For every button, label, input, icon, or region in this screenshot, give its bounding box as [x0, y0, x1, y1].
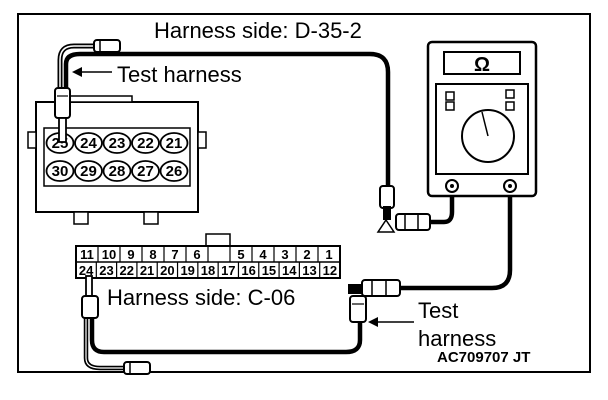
ohm-symbol: Ω [474, 54, 490, 76]
connector-d35-pin-label: 27 [137, 163, 154, 180]
plug-bottom [123, 361, 151, 375]
connector-c06-pin-label: 9 [127, 247, 134, 262]
connector-d35-pin: 24 [74, 132, 103, 154]
meter-terminal-black [445, 179, 459, 193]
test-harness-bottom-lead-inner [85, 312, 126, 369]
connector-c06-pin-label: 3 [281, 247, 288, 262]
probe-clip-top [376, 185, 431, 233]
arrow-test-harness-bottom [368, 317, 414, 327]
connector-c06-pin-label: 11 [80, 247, 94, 262]
connector-c06-pin-label: 23 [99, 263, 113, 278]
connector-c06-pin-label: 16 [241, 263, 255, 278]
connector-d35-pin: 22 [131, 132, 160, 154]
connector-d35-pin-label: 22 [137, 135, 154, 152]
connector-c06-pin-label: 4 [259, 247, 267, 262]
connector-c06-pin-label: 21 [140, 263, 154, 278]
connector-d35-pin: 29 [74, 160, 103, 182]
connector-d35-pin-label: 30 [52, 163, 69, 180]
figure-code: AC709707 JT [437, 349, 530, 366]
ohmmeter [426, 40, 538, 198]
connector-c06-pin-label: 20 [160, 263, 174, 278]
connector-c06-pin-label: 7 [171, 247, 178, 262]
diagram-frame [17, 13, 591, 373]
connector-c06-pin-label: 1 [325, 247, 332, 262]
connector-c06-pin-label: 22 [120, 263, 134, 278]
connector-d35-pin: 30 [45, 160, 75, 182]
connector-d35-pin-label: 26 [166, 163, 183, 180]
test-harness-bottom-probe [81, 275, 99, 319]
label-harness-side-d35: Harness side: D-35-2 [154, 18, 362, 43]
connector-c06-pin-label: 17 [221, 263, 235, 278]
test-harness-bottom-wire [89, 300, 363, 355]
meter-terminal-red [503, 179, 517, 193]
plug-top [93, 39, 121, 53]
connector-c06-pin-label: 10 [102, 247, 116, 262]
connector-c06-pin-label: 14 [282, 263, 297, 278]
connector-d35-pin-label: 29 [80, 163, 97, 180]
connector-c06-pin-label: 13 [302, 263, 316, 278]
connector-c06-pin-label: 18 [201, 263, 215, 278]
connector-c06-pin-label: 24 [79, 263, 94, 278]
meter-lead-red [400, 186, 513, 291]
connector-c06-pin-label: 19 [180, 263, 194, 278]
connector-c06-pin-label: 12 [323, 263, 337, 278]
connector-d35-pin-label: 23 [109, 135, 126, 152]
label-test-harness-bottom-line2: harness [418, 326, 496, 351]
label-harness-side-c06: Harness side: C-06 [107, 285, 295, 310]
arrow-test-harness-top [72, 67, 112, 77]
connector-d35-pin-label: 21 [166, 135, 183, 152]
test-harness-top-lead-inner [59, 45, 96, 88]
connector-d35-pin-label: 24 [80, 135, 97, 152]
meter-lead-black [430, 186, 455, 225]
probe-clip-bottom [348, 279, 401, 323]
connector-c06-pin-label: 2 [303, 247, 310, 262]
test-harness-top-probe [54, 87, 71, 143]
label-test-harness-top: Test harness [117, 62, 242, 87]
connector-d35-pin: 28 [102, 160, 132, 182]
connector-c06-pin-label: 8 [149, 247, 156, 262]
connector-d35-pin: 21 [159, 132, 189, 154]
test-harness-top-wire [63, 51, 391, 186]
label-test-harness-bottom-line1: Test [418, 298, 458, 323]
connector-d35-pin: 27 [131, 160, 160, 182]
connector-c06-pin-label: 15 [262, 263, 276, 278]
connector-c06-pin-label: 6 [193, 247, 200, 262]
connector-d35-pin-label: 28 [109, 163, 126, 180]
connector-c06-pin-label: 5 [237, 247, 244, 262]
connector-d35-pin: 23 [102, 132, 132, 154]
connector-d35-pin: 26 [159, 160, 189, 182]
